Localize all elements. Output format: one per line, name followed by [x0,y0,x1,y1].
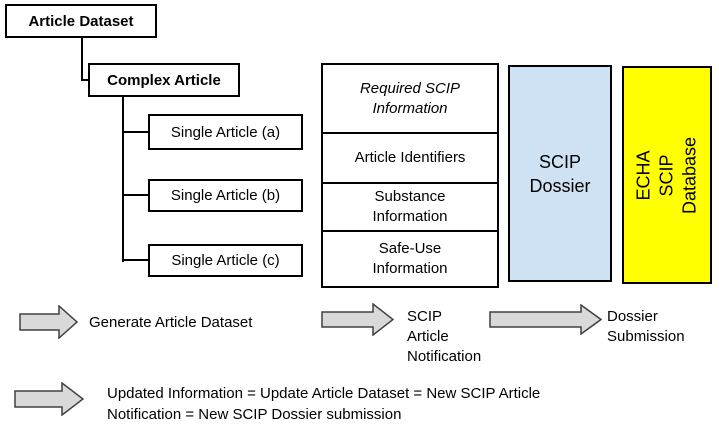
connector-line [81,79,90,81]
complex-article-label: Complex Article [107,71,221,89]
table-header: Required SCIP Information [323,65,497,134]
scip-notification-label: SCIP Article Notification [407,308,482,365]
generate-dataset-label: Generate Article Dataset [89,314,253,331]
single-article-a-label: Single Article (a) [170,123,281,141]
single-article-b-box: Single Article (b) [148,179,303,212]
scip-notification-arrow-icon [321,303,394,336]
echa-scip-database-box: ECHA SCIP Database [622,66,712,284]
table-row-safe-use-information: Safe-Use Information [372,240,448,277]
complex-article-box: Complex Article [88,63,240,97]
article-dataset-box: Article Dataset [5,4,157,38]
connector-line [122,259,148,261]
table-row-article-identifiers: Article Identifiers [323,134,497,184]
article-dataset-label: Article Dataset [28,12,134,30]
update-note-label: Updated Information = Update Article Dat… [107,385,541,423]
echa-scip-database-label: ECHA SCIP Database [633,136,700,214]
scip-dossier-label: SCIP Dossier [529,151,591,196]
single-article-c-label: Single Article (c) [171,252,280,269]
single-article-b-label: Single Article (b) [170,187,281,204]
table-row-substance-information: Substance Information [323,184,497,232]
single-article-c-box: Single Article (c) [148,244,303,277]
generate-dataset-arrow-icon [19,305,78,339]
scip-dossier-box: SCIP Dossier [508,65,612,282]
connector-line [122,131,148,133]
connector-line [122,194,148,196]
dossier-submission-label: Dossier Submission [607,308,685,345]
required-scip-information-table: Required SCIP Information Article Identi… [321,63,499,288]
connector-line [81,38,83,81]
dossier-submission-arrow-icon [489,304,602,335]
connector-line [122,97,124,262]
update-cycle-arrow-icon [14,382,84,416]
single-article-a-box: Single Article (a) [148,114,303,150]
